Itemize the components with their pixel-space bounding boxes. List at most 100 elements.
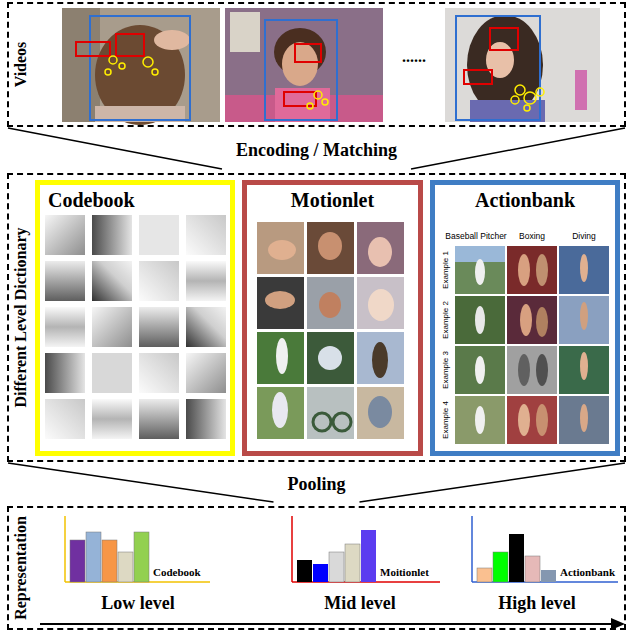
box-title: Motionlet [291, 188, 374, 213]
codebook-patches [139, 261, 179, 301]
motionlet-images [307, 387, 354, 439]
label-holder: Actionbank [560, 566, 615, 578]
motionlet-images [368, 289, 394, 321]
actionbank-images [580, 254, 588, 282]
label-holder: Example 3 [416, 364, 476, 376]
video-frame [62, 8, 220, 125]
codebook-patches [139, 215, 179, 255]
motionlet-images [257, 387, 304, 439]
codebook-patches [186, 261, 226, 301]
histogram [541, 570, 556, 582]
motionlet-images [265, 291, 295, 309]
motionlet-images [368, 237, 392, 267]
video-frame [62, 8, 100, 122]
codebook-patches [139, 307, 179, 347]
axis-label: Moitionlet [380, 566, 429, 578]
video-frame [295, 44, 321, 62]
level-label: High level [457, 593, 617, 614]
motionlet-images [357, 277, 404, 329]
column-header: Diving [504, 231, 633, 241]
actionbank-images [475, 259, 485, 285]
motionlet-images [307, 222, 354, 274]
panel-label: Different Level Dictionary [11, 227, 31, 407]
video-frame [230, 12, 260, 52]
video-frame [524, 92, 536, 104]
label-holder: Moitionlet [380, 566, 429, 578]
step-label: Encoding / Matching [236, 139, 397, 162]
video-frame [105, 69, 111, 75]
panel-label: Representation [11, 516, 31, 620]
histogram [292, 516, 440, 582]
actionbank-images [518, 354, 530, 386]
histogram [65, 516, 210, 582]
video-frame [265, 20, 337, 120]
video-frame [109, 56, 117, 64]
histogram [64, 516, 66, 582]
dictionary-box: Actionbank [430, 180, 620, 456]
actionbank-images [455, 246, 505, 294]
histogram [297, 560, 312, 582]
label-holder: High level [457, 593, 617, 614]
video-frame [511, 96, 519, 104]
codebook-patches [186, 353, 226, 393]
actionbank-images [536, 404, 548, 436]
video-frame [116, 34, 144, 56]
actionbank-images [580, 352, 588, 380]
motionlet-images [319, 292, 341, 318]
actionbank-images [559, 296, 609, 344]
video-frame [90, 16, 190, 120]
motionlet-images [318, 346, 342, 370]
motionlet-images [272, 392, 288, 428]
dictionary-box: Motionlet [242, 180, 423, 456]
ellipsis: ...... [334, 48, 494, 66]
video-frame [524, 105, 530, 111]
actionbank-images [518, 254, 530, 286]
video-frame [322, 99, 328, 105]
motionlet-images [257, 332, 304, 384]
motionlet-images [257, 222, 404, 439]
histogram [477, 568, 492, 582]
row-header: Example 2 [440, 290, 452, 350]
level-label: Low level [58, 593, 218, 614]
video-frame [225, 8, 383, 122]
label-holder: ...... [334, 48, 494, 66]
actionbank-images [536, 254, 548, 286]
video-frame [119, 63, 125, 69]
histogram [291, 516, 293, 582]
codebook-patches [45, 215, 226, 439]
histogram [493, 552, 508, 582]
actionbank-images [518, 404, 530, 436]
histogram [471, 516, 473, 582]
actionbank-images [455, 396, 505, 444]
axis-label: Codebook [153, 566, 201, 578]
motionlet-images [268, 240, 296, 260]
funnel-side [8, 463, 273, 502]
video-frame [225, 8, 383, 122]
histogram [102, 540, 117, 582]
actionbank-images [475, 306, 485, 334]
histogram [86, 532, 101, 582]
motionlet-images [333, 413, 351, 431]
actionbank-images [455, 346, 505, 394]
row-header: Example 4 [440, 390, 452, 450]
motionlet-images [357, 387, 404, 439]
histogram [472, 516, 618, 582]
histogram [134, 532, 149, 582]
motionlet-images [357, 222, 404, 274]
codebook-patches [139, 353, 179, 393]
motionlet-images [257, 277, 304, 329]
codebook-patches [92, 399, 132, 439]
codebook-patches [186, 215, 226, 255]
codebook-patches [45, 261, 85, 301]
codebook-patches [92, 261, 132, 301]
actionbank-images [520, 304, 532, 336]
axis-label: Actionbank [560, 566, 615, 578]
funnel-side [411, 128, 625, 169]
actionbank-images [559, 246, 609, 294]
video-frame [154, 30, 190, 50]
label-holder: Codebook [153, 566, 201, 578]
motionlet-images [313, 413, 331, 431]
label-holder: Mid level [280, 593, 440, 614]
actionbank-images [507, 346, 557, 394]
